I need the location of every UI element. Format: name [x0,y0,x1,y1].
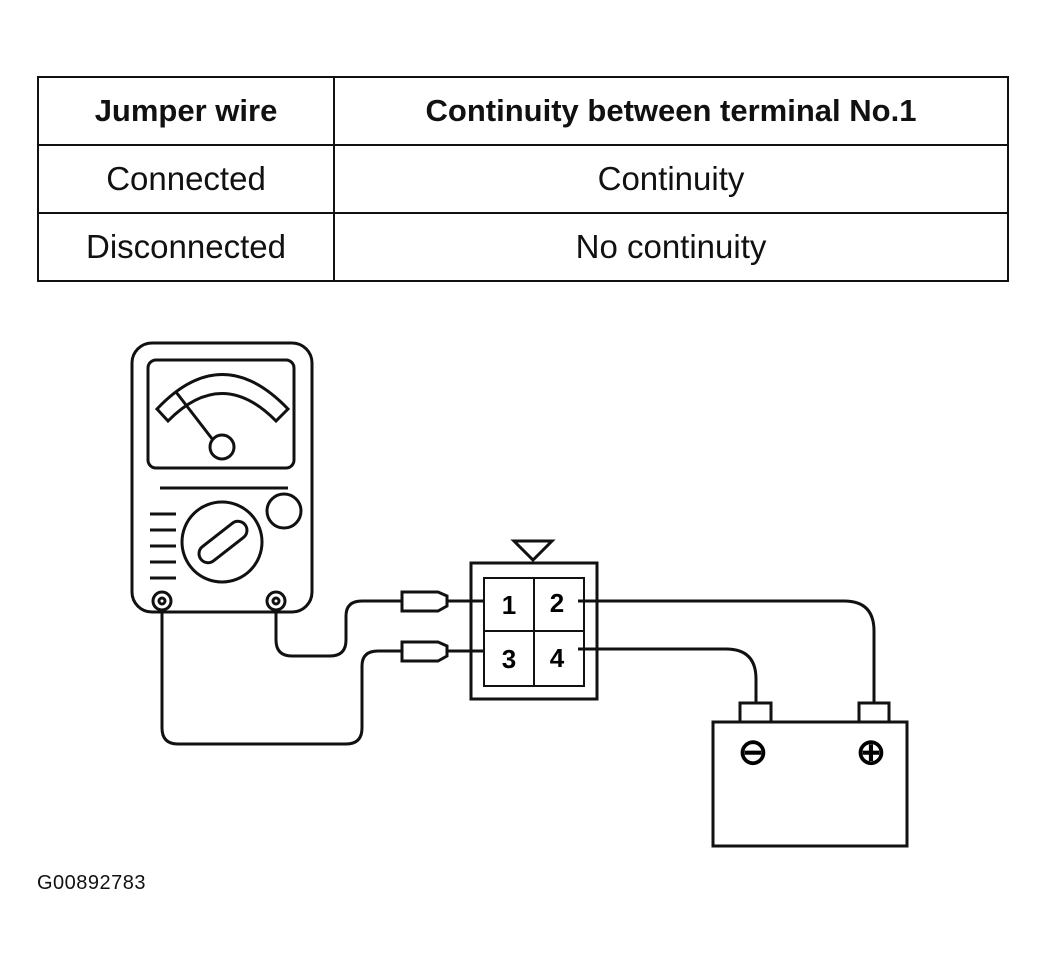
test-jack-right [265,590,287,612]
terminal-label-1: 1 [502,590,516,620]
terminal-label-2: 2 [550,588,564,618]
selector-dial-knob [197,519,249,565]
connector-housing [469,561,599,701]
positive-terminal-symbol: ⊕ [856,731,886,772]
zero-adjust-knob [265,492,303,530]
cell-jumper-state: Disconnected [37,212,335,282]
table-header-row: Jumper wire Continuity between terminal … [37,76,1009,146]
figure-id: G00892783 [37,872,147,894]
meter-needle [174,391,215,441]
probe-tip-3 [400,640,449,663]
battery-case [711,720,909,848]
wire-terminal-2-to-positive [578,599,876,702]
selector-dial-ring [180,500,264,584]
wire-terminal-4-to-negative [578,647,758,702]
terminal-label-4: 4 [550,643,565,673]
battery [711,701,909,848]
range-tick-marks [150,512,176,580]
terminal-label-3: 3 [502,644,516,674]
needle-pivot [208,433,236,461]
test-jack-left [151,590,173,612]
multimeter-body [130,341,314,614]
header-continuity: Continuity between terminal No.1 [333,76,1009,146]
meter-scale-arc [154,373,291,424]
header-jumper-wire: Jumper wire [37,76,335,146]
cell-continuity-result: Continuity [333,144,1009,214]
negative-terminal-symbol: ⊖ [738,731,768,772]
multimeter [130,341,314,614]
connector-lock-mark [510,539,556,563]
meter-display [146,358,296,470]
battery-negative-post [738,701,773,724]
connector [469,539,599,701]
test-leads [160,590,484,746]
probe-tip-1 [400,590,449,613]
table-row: Disconnected No continuity [37,212,1009,282]
battery-positive-post [857,701,891,724]
cell-continuity-result: No continuity [333,212,1009,282]
lead-to-terminal-3 [160,610,402,746]
lead-to-terminal-1 [274,599,402,658]
table-row: Connected Continuity [37,144,1009,214]
battery-wires [578,599,876,702]
cell-jumper-state: Connected [37,144,335,214]
continuity-spec-table: Jumper wire Continuity between terminal … [37,76,1009,282]
